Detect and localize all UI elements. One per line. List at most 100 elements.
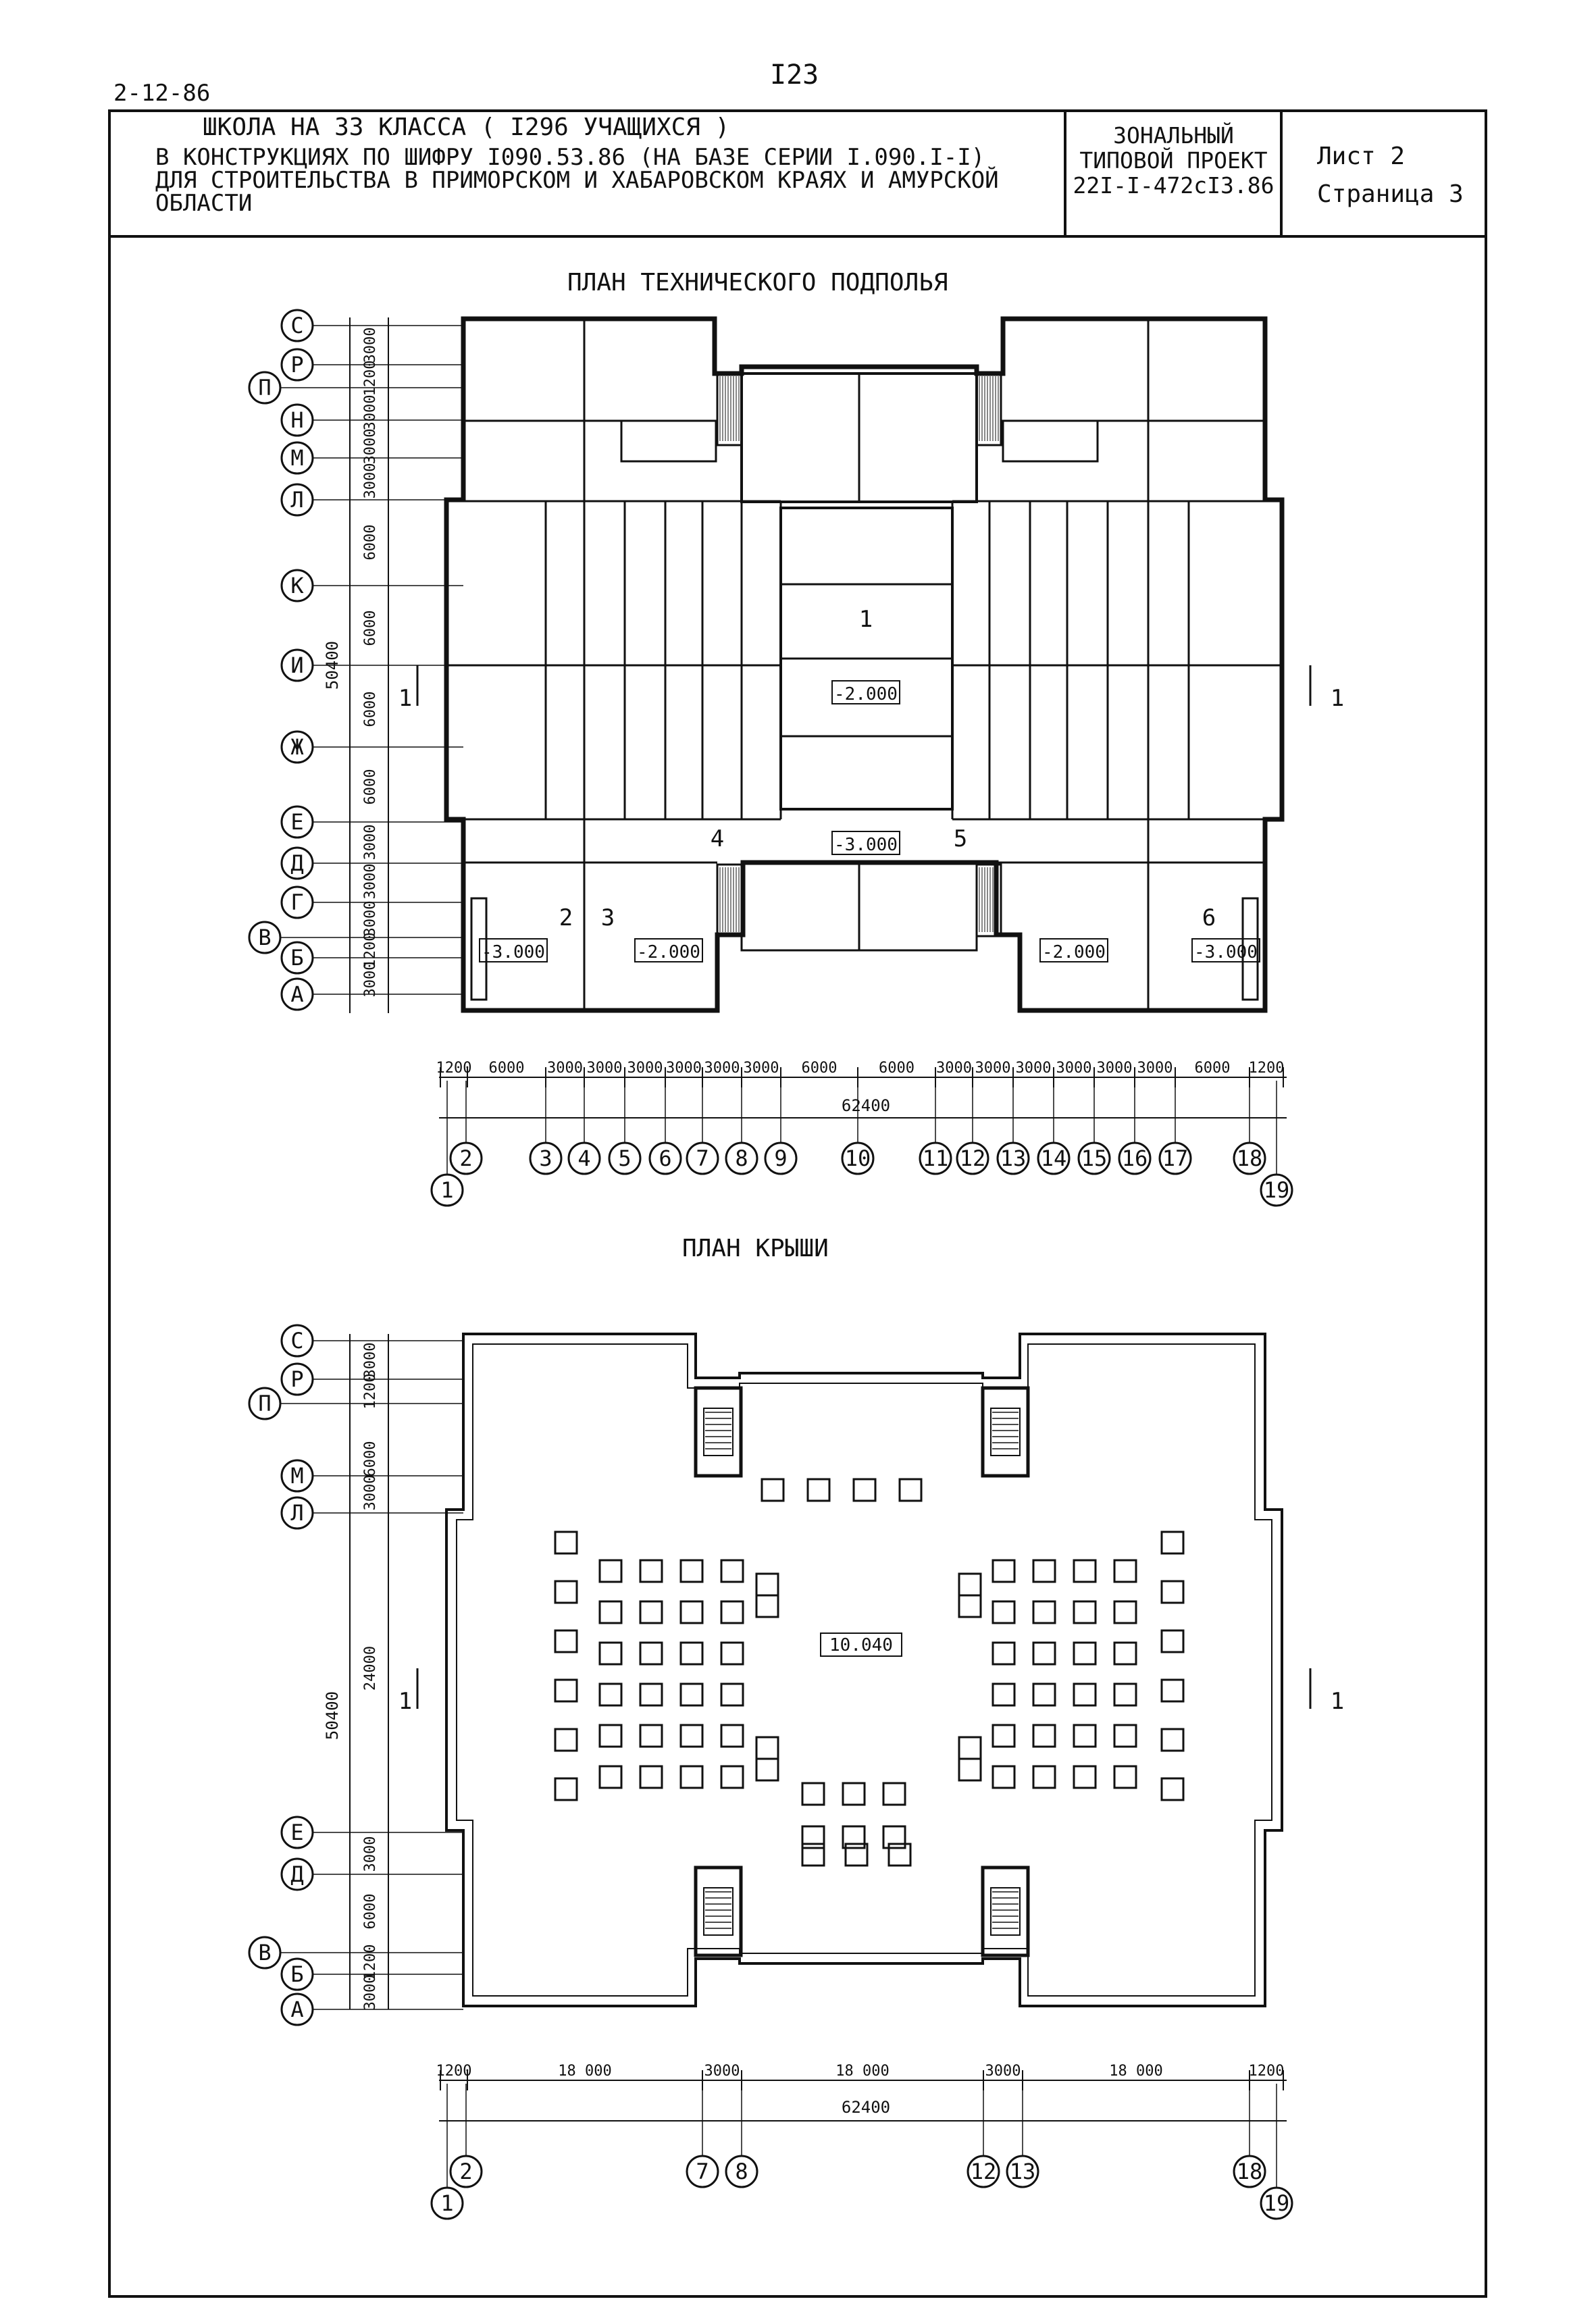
axis-bubble (841, 1141, 875, 1175)
skylight (1113, 1641, 1137, 1666)
stamp-divider (1064, 109, 1066, 238)
skylight (1113, 1724, 1137, 1748)
skylight (598, 1765, 623, 1789)
page-number: I23 (770, 59, 819, 91)
axis-bubble (449, 1141, 483, 1175)
dim-text: 6000 (362, 769, 379, 805)
axis-bubble-label: В (258, 925, 271, 950)
skylight (598, 1559, 623, 1583)
dim-total: 50400 (323, 641, 342, 690)
axis-bubble (280, 1362, 314, 1396)
title-block: ШКОЛА НА 33 КЛАССА ( I296 УЧАЩИХСЯ ) В К… (108, 109, 1487, 238)
skylight (598, 1600, 623, 1624)
room (1241, 897, 1259, 1001)
axis-bubble (686, 2155, 719, 2188)
skylight (992, 1724, 1016, 1748)
axis-bubble-label: Н (290, 407, 303, 433)
skylight (806, 1478, 831, 1502)
axis-bubble-label: 8 (735, 2159, 748, 2184)
skylight (1073, 1559, 1097, 1583)
axis-bubble (280, 846, 314, 880)
corridor (620, 419, 717, 463)
skylight (844, 1843, 869, 1867)
axis-bubble (280, 648, 314, 682)
axis-bubble (567, 1141, 601, 1175)
dim-text: 6000 (362, 1894, 379, 1930)
axis-bubble-label: Б (290, 1961, 303, 1987)
section-mark-label: 1 (398, 685, 412, 712)
dim-text: 6000 (362, 525, 379, 561)
axis-bubble-label: 14 (1041, 1146, 1067, 1171)
skylight (1032, 1641, 1056, 1666)
dim-text: 3000 (362, 1975, 379, 2011)
skylight (679, 1724, 704, 1748)
skylight (852, 1478, 877, 1502)
stamp-subtitle-line1: В КОНСТРУКЦИЯХ ПО ШИФРУ I090.53.86 (НА Б… (155, 144, 985, 171)
axis-bubble-label: А (290, 981, 303, 1007)
skylight (992, 1682, 1016, 1707)
skylight (679, 1641, 704, 1666)
skylight (679, 1600, 704, 1624)
skylight (720, 1765, 744, 1789)
level-box (831, 831, 900, 855)
plan1-outline (444, 316, 1285, 1013)
skylight (639, 1682, 663, 1707)
dim-text: 1200 (362, 361, 379, 396)
skylight (1073, 1682, 1097, 1707)
axis-bubble-label: Л (290, 1500, 303, 1526)
skylight (554, 1531, 578, 1555)
skylight (639, 1724, 663, 1748)
skylight (1073, 1724, 1097, 1748)
axis-bubble (248, 1387, 282, 1420)
skylight (992, 1765, 1016, 1789)
axis-bubble-label: 2 (459, 2159, 472, 2184)
axis-bubble (1260, 1173, 1293, 1207)
skylight (1032, 1559, 1056, 1583)
project-line1: ЗОНАЛЬНЫЙ (1113, 122, 1234, 149)
dim-text: 3000 (362, 463, 379, 499)
stair-flight (703, 1887, 733, 1936)
dim-text: 6000 (362, 611, 379, 646)
axis-bubble (248, 1936, 282, 1970)
axis-bubble-label: 2 (459, 1146, 472, 1171)
dim-total: 62400 (842, 1096, 890, 1115)
skylight (992, 1559, 1016, 1583)
axis-bubble-label: М (290, 1463, 303, 1489)
stair-house (694, 1866, 743, 1957)
section-mark-label: 1 (1331, 685, 1344, 712)
axis-bubble (686, 1141, 719, 1175)
level-box (1191, 938, 1260, 962)
room-number: 6 (1202, 904, 1216, 931)
page-label: Страница 3 (1317, 180, 1464, 208)
skylight (1113, 1559, 1137, 1583)
axis-bubble-label: 3 (539, 1146, 552, 1171)
stair-house (981, 1386, 1030, 1478)
skylight (755, 1736, 779, 1760)
dim-text: 3000 (362, 901, 379, 937)
skylight (1073, 1600, 1097, 1624)
skylight (639, 1641, 663, 1666)
axis-bubble (280, 569, 314, 602)
level-label: 10.040 (829, 1635, 893, 1655)
skylight (842, 1782, 866, 1806)
skylight (598, 1682, 623, 1707)
dim-text: 3000 (1137, 1060, 1173, 1077)
level-box (634, 938, 703, 962)
stamp-title: ШКОЛА НА 33 КЛАССА ( I296 УЧАЩИХСЯ ) (203, 113, 730, 141)
axis-bubble-label: В (258, 1940, 271, 1965)
roof-parapet (456, 1343, 1272, 1997)
skylight (801, 1843, 825, 1867)
dim-text: 1200 (1249, 2063, 1285, 2080)
axis-bubble (608, 1141, 642, 1175)
skylight (1073, 1641, 1097, 1666)
axis-bubble-label: 12 (971, 2159, 997, 2184)
axis-bubble-label: Ж (290, 734, 304, 760)
stair (716, 372, 743, 446)
axis-bubble-label: 6 (659, 1146, 671, 1171)
axis-bubble-label: М (290, 445, 303, 471)
dim-text: 3000 (362, 1343, 379, 1379)
skylight (679, 1559, 704, 1583)
